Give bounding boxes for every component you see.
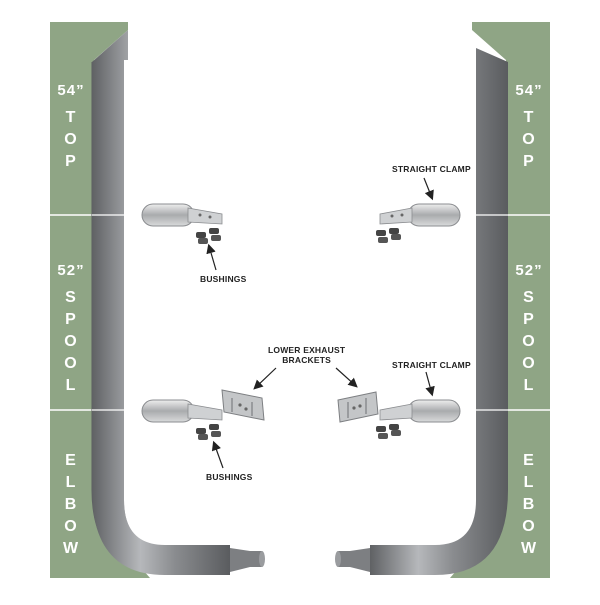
right-lower-exhaust-bracket (337, 391, 379, 423)
lower-bushings-label: BUSHINGS (206, 472, 253, 482)
arrow-bracket-left (253, 367, 277, 390)
left-lower-bushings (196, 424, 221, 440)
lower-straight-clamp-label: STRAIGHT CLAMP (392, 360, 471, 370)
arrow-lower-straight-clamp (425, 371, 435, 397)
upper-straight-clamp-label: STRAIGHT CLAMP (392, 164, 471, 174)
arrow-upper-bushings (206, 243, 217, 271)
callout-arrows (206, 177, 435, 469)
left-lower-clamp (141, 399, 223, 423)
right-lower-bushings (376, 424, 401, 439)
lower-brackets-line1: LOWER EXHAUST (268, 345, 346, 355)
arrow-lower-bushings (211, 440, 224, 469)
left-spool-length: 52” (57, 262, 85, 279)
right-top-length: 54” (515, 82, 543, 99)
left-upper-clamp (141, 203, 223, 227)
upper-bushings-label: BUSHINGS (200, 274, 247, 284)
right-spool-length: 52” (515, 262, 543, 279)
lower-exhaust-brackets-label: LOWER EXHAUST BRACKETS (268, 345, 345, 365)
arrow-upper-straight-clamp (423, 177, 434, 201)
left-upper-bushings (196, 228, 221, 244)
left-exhaust-pipe (91, 30, 265, 575)
lower-brackets-line2: BRACKETS (282, 355, 332, 365)
right-upper-bushings (376, 228, 401, 243)
right-upper-clamp (379, 203, 461, 227)
left-lower-exhaust-bracket (221, 389, 265, 421)
left-top-length: 54” (57, 82, 85, 99)
right-lower-clamp (379, 399, 461, 423)
right-exhaust-pipe (335, 48, 508, 575)
arrow-bracket-right (335, 367, 358, 388)
